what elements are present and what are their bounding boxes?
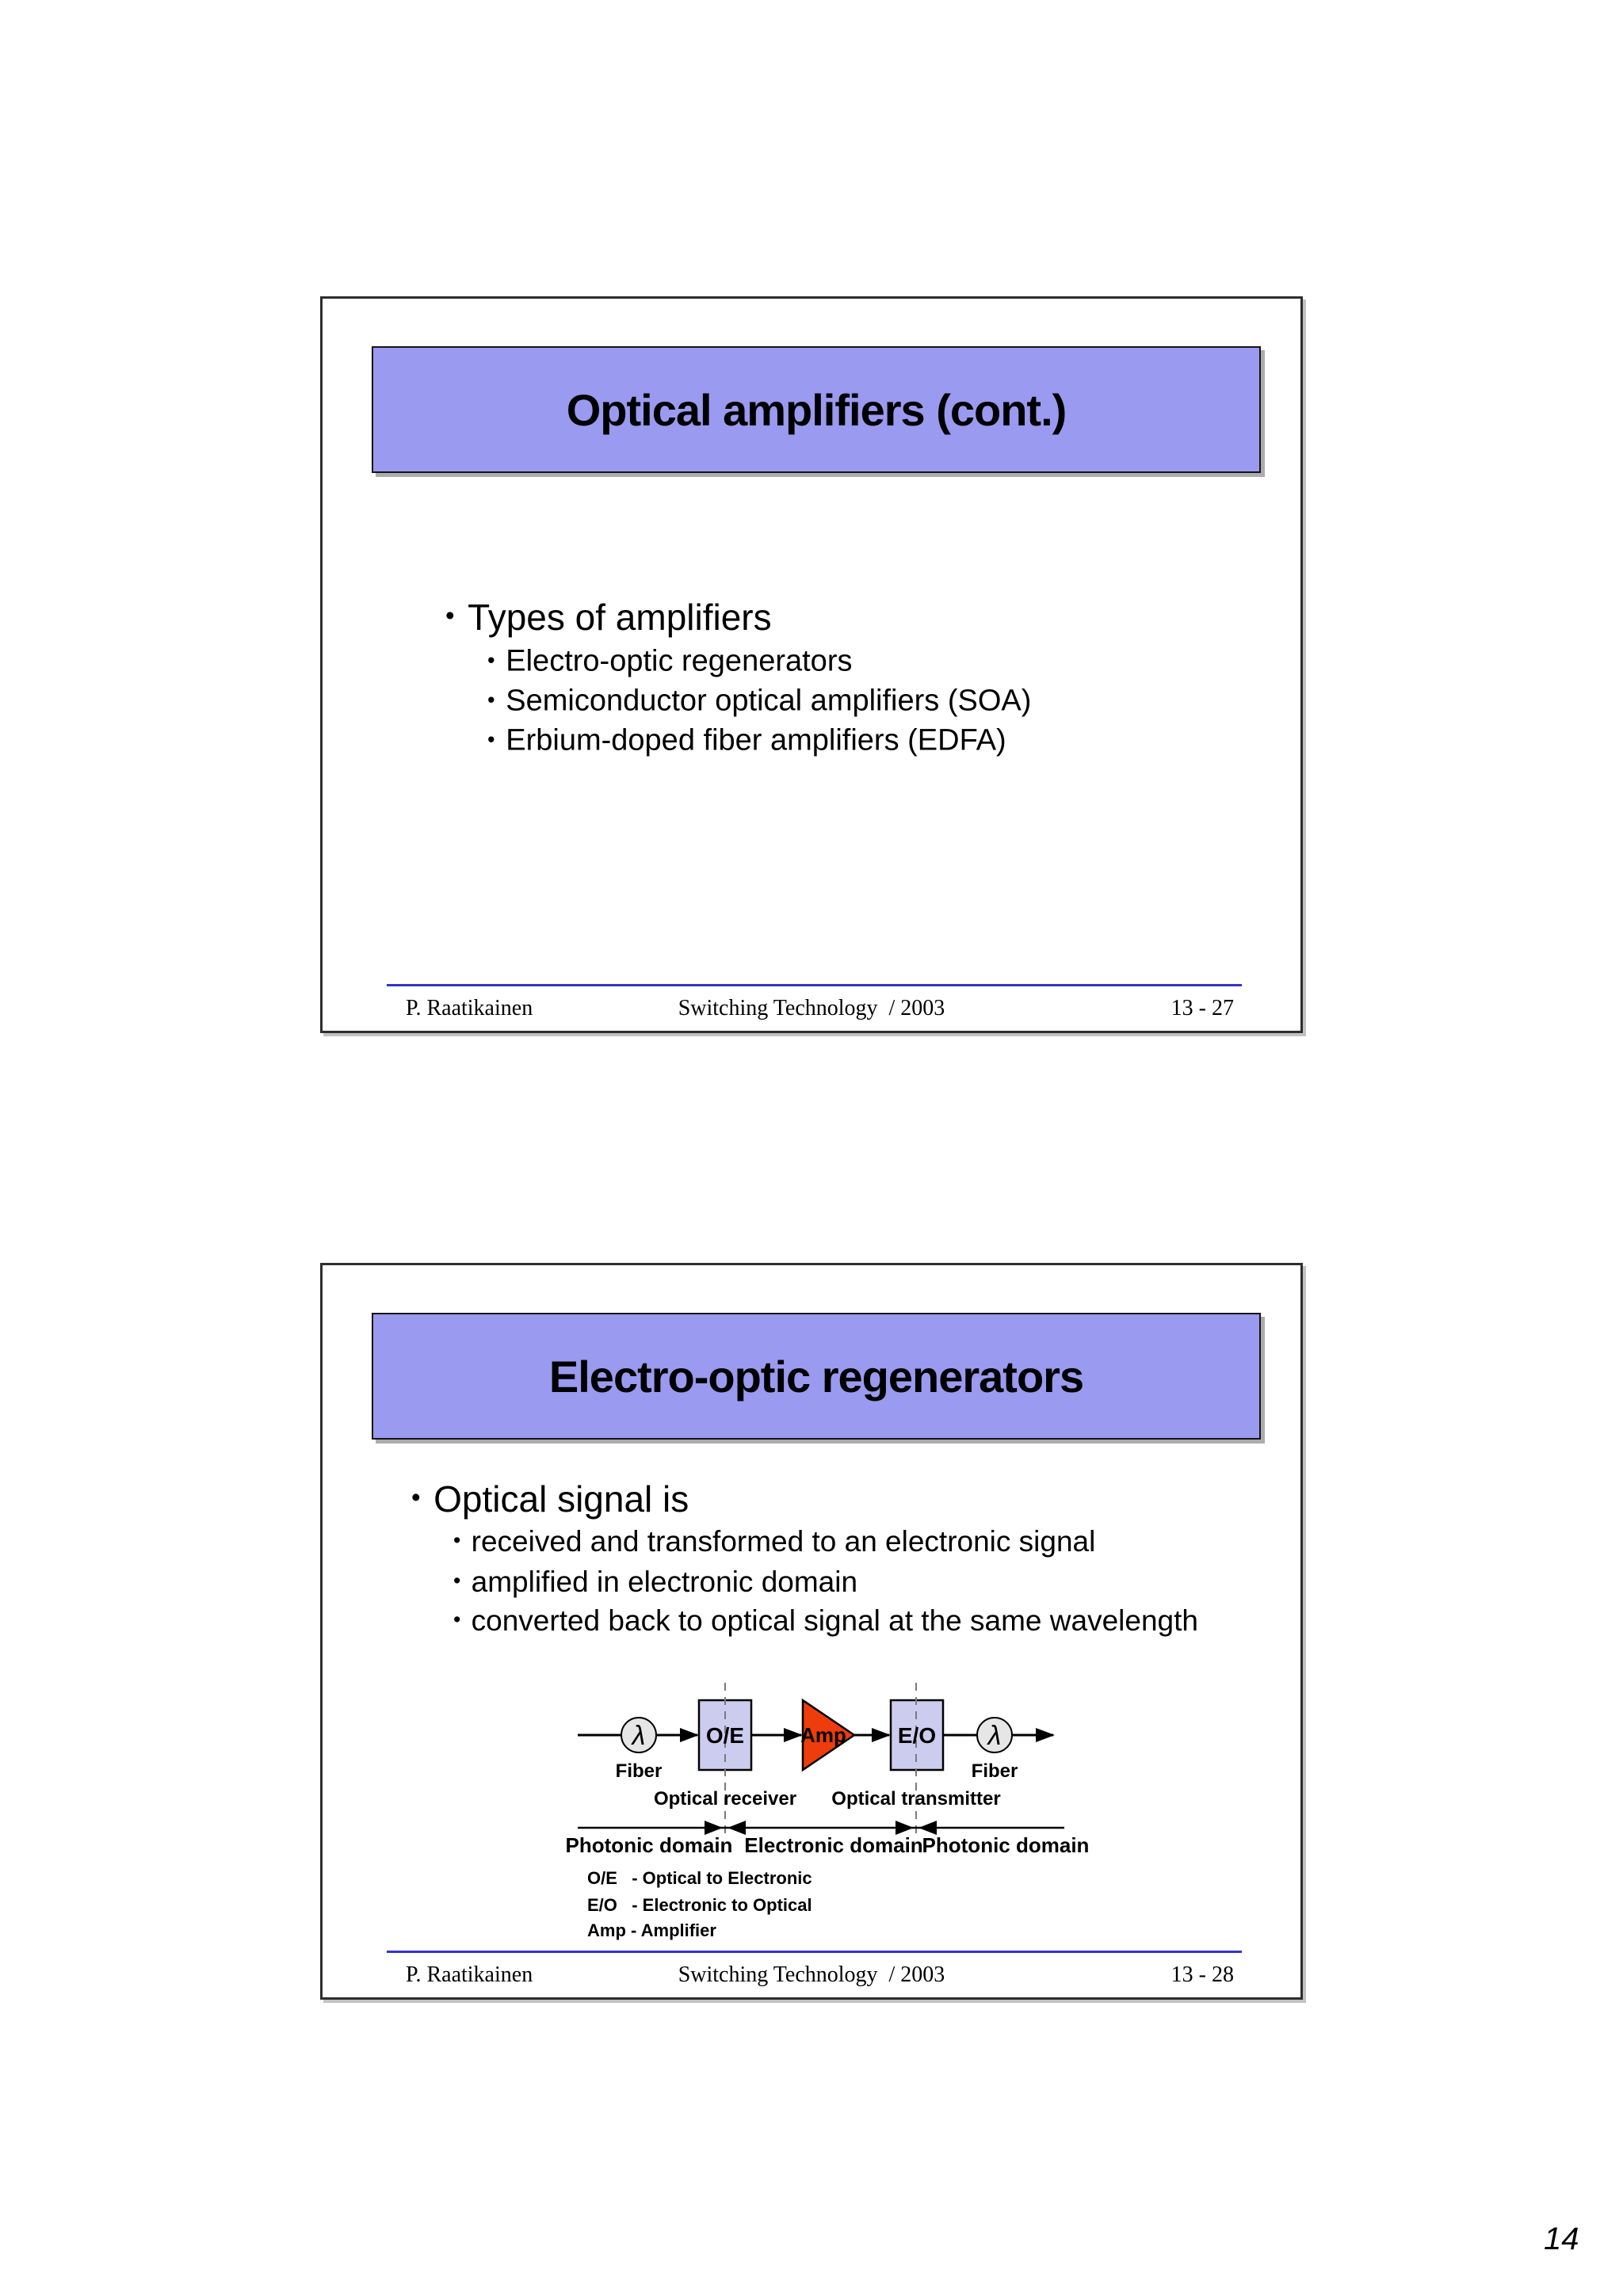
footer-slide-number: 13 - 28: [1170, 1962, 1234, 1987]
sub-bullet-label: Semiconductor optical amplifiers (SOA): [506, 684, 1032, 718]
fiber-label-left: Fiber: [616, 1760, 663, 1782]
slide-title-bar: Optical amplifiers (cont.): [372, 346, 1261, 473]
footer-rule: [387, 984, 1242, 986]
footer-rule: [387, 1951, 1242, 1953]
bullet-optical-signal-is: Optical signal is: [411, 1478, 689, 1520]
axis-arrowhead-right: [705, 1821, 723, 1835]
photonic-domain-label: Photonic domain: [922, 1833, 1090, 1857]
axis-arrowhead-left: [727, 1821, 746, 1835]
sub-bullet-label: amplified in electronic domain: [471, 1566, 858, 1598]
slide-title-bar: Electro-optic regenerators: [372, 1313, 1261, 1440]
oe-box-label: O/E: [706, 1723, 744, 1748]
fiber-lambda-circle: [621, 1717, 657, 1753]
legend-amp: Amp - Amplifier: [587, 1920, 716, 1940]
slide-optical-amplifiers: Optical amplifiers (cont.) Types of ampl…: [320, 296, 1303, 1033]
axis-arrowhead-right: [896, 1821, 914, 1835]
sub-bullet-label: Electro-optic regenerators: [506, 644, 853, 678]
sub-bullet: converted back to optical signal at the …: [453, 1604, 1198, 1638]
page-number: 14: [1544, 2222, 1579, 2256]
axis-arrowhead-left: [918, 1821, 937, 1835]
legend-oe: O/E - Optical to Electronic: [587, 1868, 812, 1888]
sub-bullet-label: Erbium-doped fiber amplifiers (EDFA): [506, 723, 1006, 757]
eo-box-label: E/O: [898, 1723, 936, 1748]
optical-receiver-label: Optical receiver: [654, 1788, 796, 1810]
lambda-symbol: λ: [631, 1721, 646, 1751]
slide-electro-optic-regenerators: Electro-optic regenerators Optical signa…: [320, 1263, 1303, 2000]
sub-bullet-label: converted back to optical signal at the …: [471, 1604, 1198, 1637]
sub-bullet: Erbium-doped fiber amplifiers (EDFA): [487, 724, 1006, 758]
electronic-domain-label: Electronic domain: [744, 1833, 922, 1857]
lambda-symbol: λ: [987, 1721, 1002, 1751]
bullet-label: Optical signal is: [433, 1478, 689, 1520]
footer-course: Switching Technology / 2003: [678, 996, 945, 1020]
amp-triangle: [801, 1698, 857, 1772]
sub-bullet: Electro-optic regenerators: [487, 645, 852, 679]
sub-bullet: Semiconductor optical amplifiers (SOA): [487, 685, 1031, 719]
slide-title: Electro-optic regenerators: [548, 1351, 1084, 1402]
photonic-domain-label: Photonic domain: [566, 1833, 733, 1857]
regenerator-diagram: λ λ O/E E/O Amp Fiber Fiber Optical rece…: [566, 1683, 1090, 1857]
sub-bullet: amplified in electronic domain: [453, 1566, 857, 1599]
sub-bullet-label: received and transformed to an electroni…: [471, 1525, 1096, 1558]
amp-label: Amp: [800, 1723, 846, 1747]
footer-course: Switching Technology / 2003: [678, 1962, 945, 1987]
footer-slide-number: 13 - 27: [1170, 996, 1234, 1020]
legend-eo: E/O - Electronic to Optical: [587, 1895, 812, 1915]
bullet-types-of-amplifiers: Types of amplifiers: [445, 596, 772, 639]
optical-transmitter-label: Optical transmitter: [831, 1788, 1000, 1810]
slide-title: Optical amplifiers (cont.): [566, 384, 1067, 435]
fiber-label-right: Fiber: [972, 1760, 1018, 1782]
fiber-lambda-circle: [976, 1717, 1013, 1753]
bullet-label: Types of amplifiers: [468, 597, 772, 638]
footer-author: P. Raatikainen: [406, 1962, 533, 1987]
footer-author: P. Raatikainen: [406, 996, 533, 1020]
sub-bullet: received and transformed to an electroni…: [453, 1525, 1096, 1558]
